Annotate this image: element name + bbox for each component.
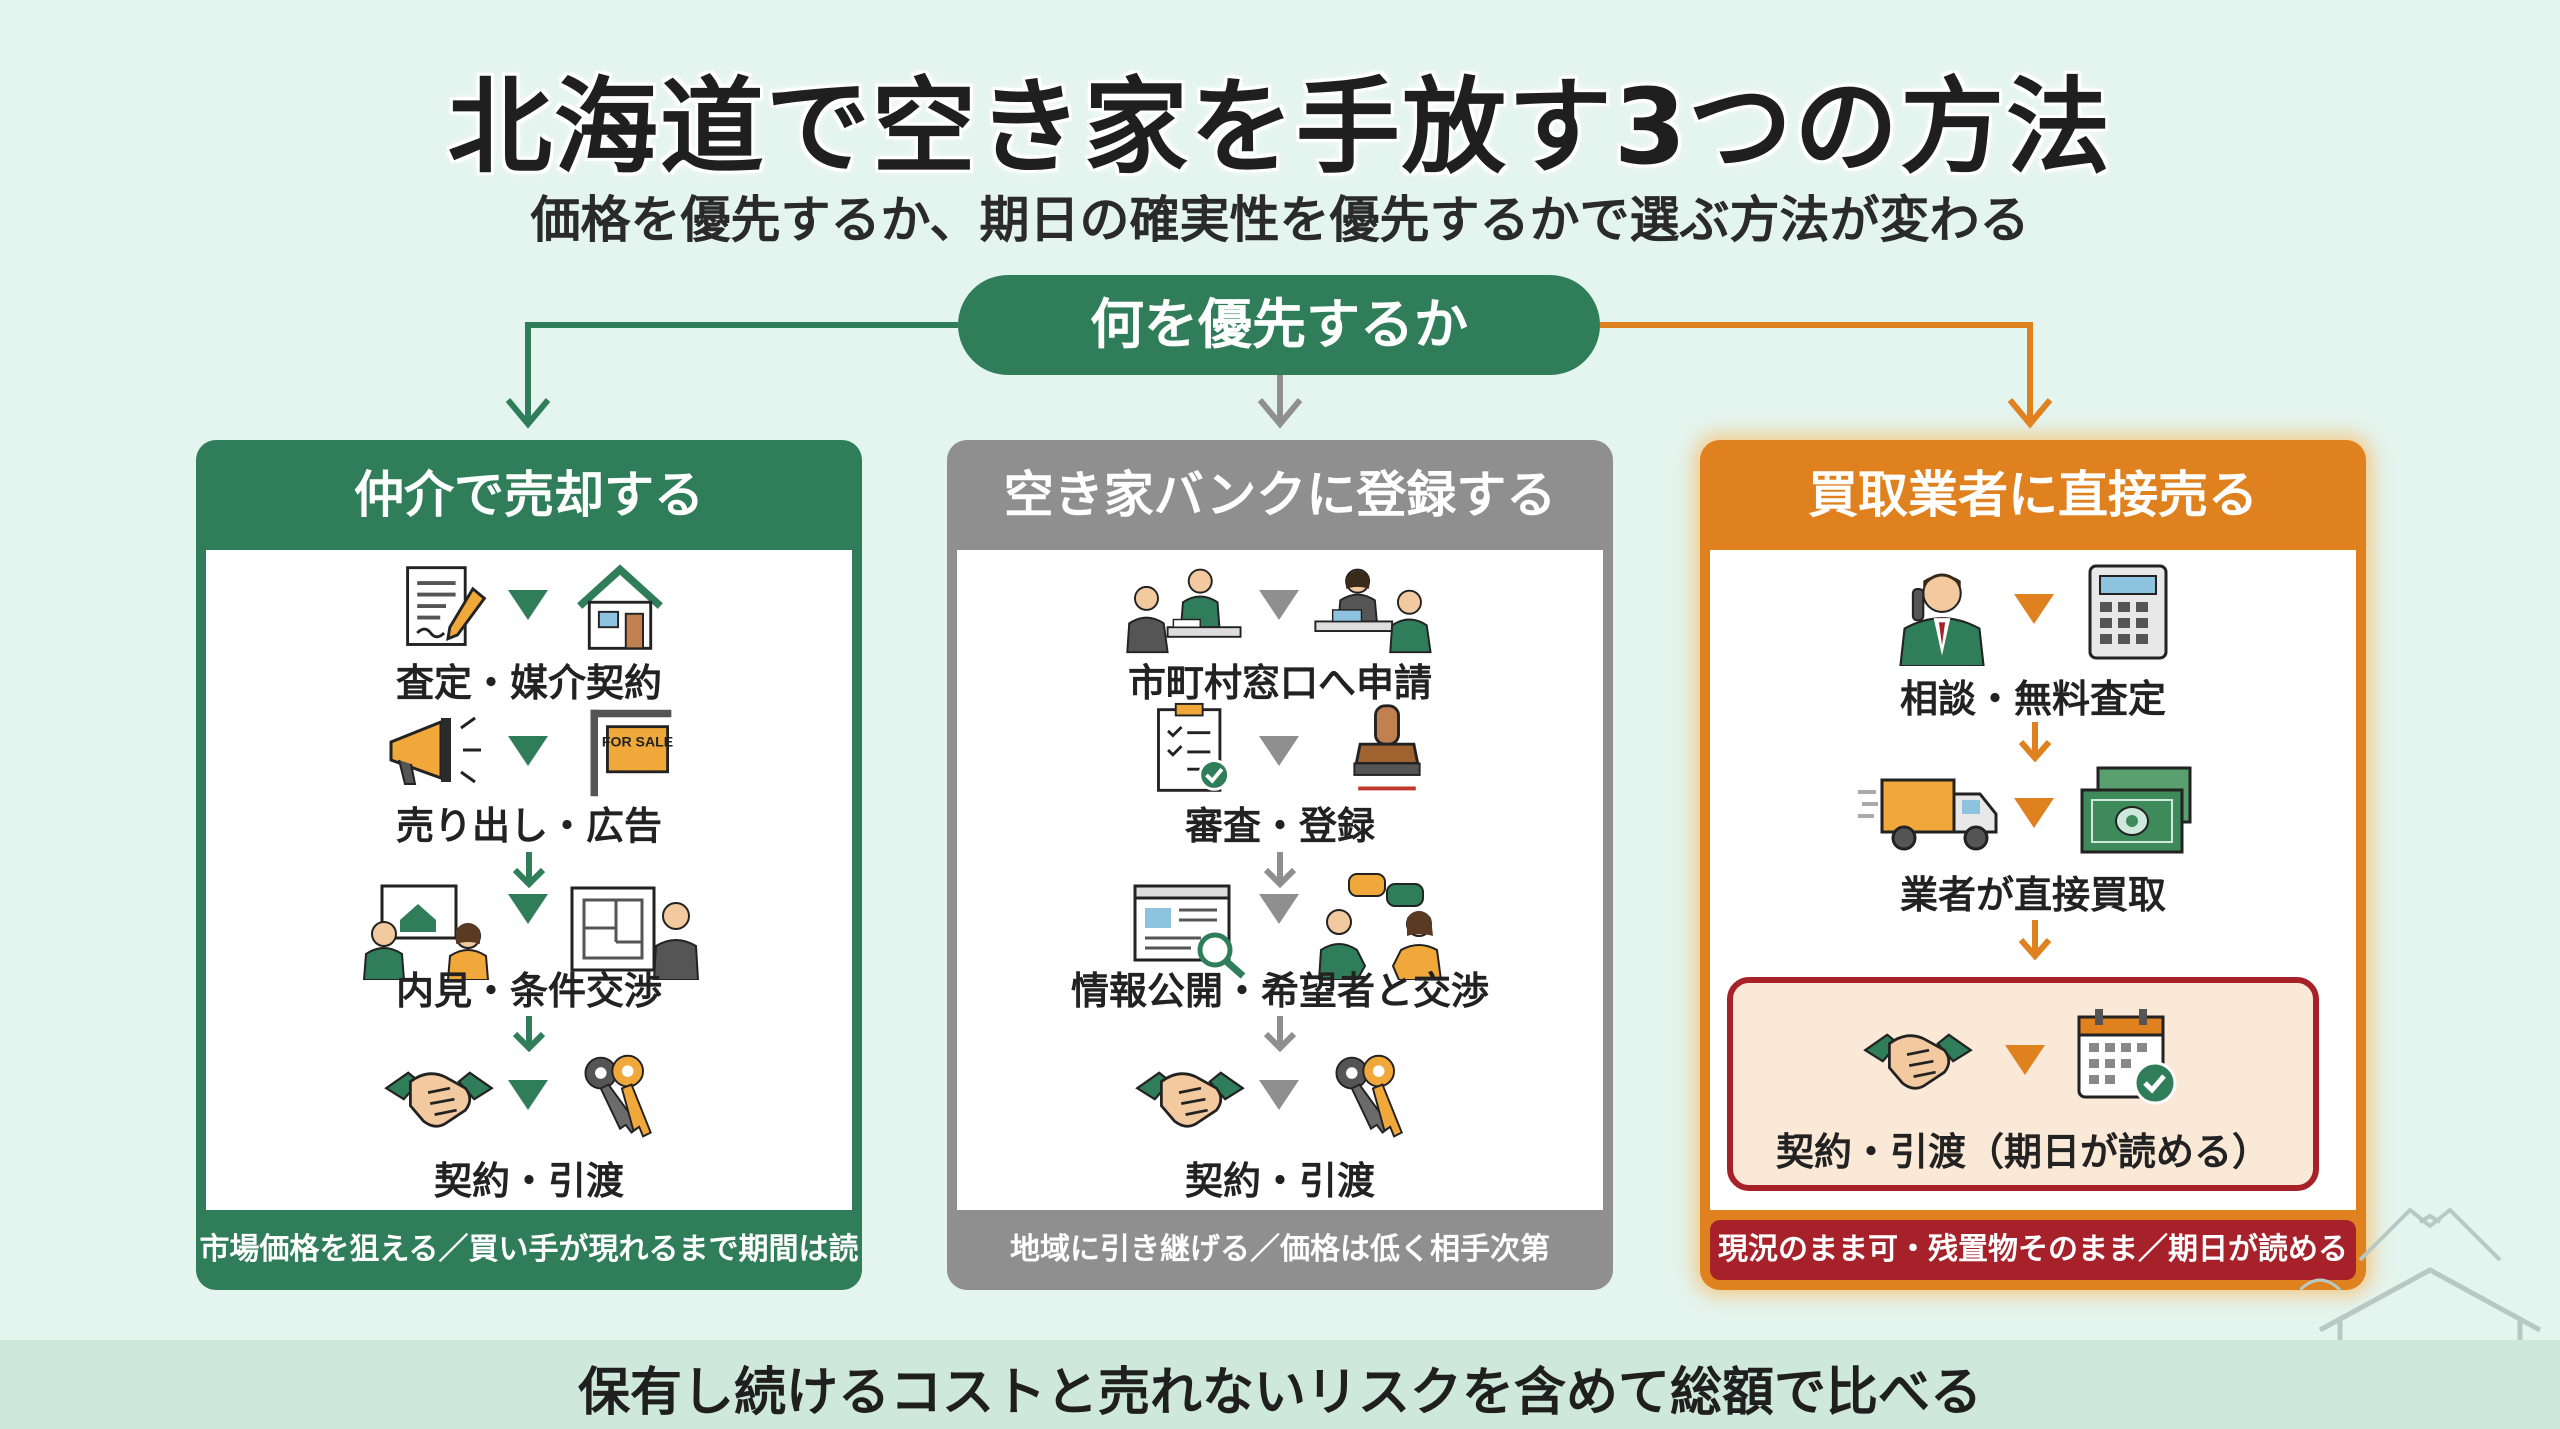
connector-right-arrowhead xyxy=(2007,398,2053,429)
card-direct-purchase: 買取業者に直接売る 相談・無料査定 xyxy=(1700,440,2366,1290)
step-label: 業者が直接買取 xyxy=(1899,873,2166,917)
megaphone-icon xyxy=(389,716,481,785)
bottom-note: 保有し続けるコストと売れないリスクを含めて総額で比べる xyxy=(577,1363,1982,1423)
card-brokerage: 仲介で売却する 査定・媒介契約 FOR SALE xyxy=(196,440,862,1290)
connector-right xyxy=(1600,322,2033,420)
counter-staff-icon xyxy=(1314,568,1432,654)
card-title: 買取業者に直接売る xyxy=(1808,466,2258,524)
handshake-icon xyxy=(1135,1071,1245,1128)
checklist-icon xyxy=(1157,702,1230,792)
card-footer: 市場価格を狙える／買い手が現れるまで期間は読めない xyxy=(199,1232,859,1267)
web-listing-search-icon xyxy=(1133,884,1246,979)
step-arrow-icon xyxy=(2014,594,2054,624)
down-arrow-icon xyxy=(2018,722,2052,762)
down-arrow-icon xyxy=(1263,852,1297,888)
step-label: 内見・条件交渉 xyxy=(395,969,662,1013)
page-subtitle: 価格を優先するか、期日の確実性を優先するかで選ぶ方法が変わる xyxy=(530,191,2030,249)
connector-left xyxy=(525,322,958,420)
negotiation-icon xyxy=(1317,873,1443,980)
step-arrow-icon xyxy=(508,894,548,924)
step-arrow-icon xyxy=(508,1080,548,1110)
card-title: 空き家バンクに登録する xyxy=(1003,466,1557,524)
keys-icon xyxy=(584,1054,652,1138)
phone-businessman-icon xyxy=(1899,573,1985,666)
step-arrow-icon xyxy=(1259,736,1299,766)
step-label: 市町村窓口へ申請 xyxy=(1127,661,1432,705)
for-sale-sign-icon: FOR SALE xyxy=(590,709,673,797)
step-label: 契約・引渡 xyxy=(433,1159,624,1203)
cash-icon xyxy=(2080,766,2192,854)
step-label: 契約・引渡 xyxy=(1184,1159,1375,1203)
card-footer: 地域に引き継げる／価格は低く相手次第 xyxy=(1010,1232,1550,1267)
step-label: 相談・無料査定 xyxy=(1899,677,2166,721)
step-arrow-icon xyxy=(508,590,548,620)
step-arrow-icon xyxy=(1259,894,1299,924)
step-arrow-icon xyxy=(2014,798,2054,828)
step-arrow-icon xyxy=(1259,590,1299,620)
flow-connectors xyxy=(505,322,2053,429)
highlight-box: 契約・引渡（期日が読める） xyxy=(1727,977,2319,1191)
step-label: 査定・媒介契約 xyxy=(395,661,662,705)
step-label: 契約・引渡（期日が読める） xyxy=(1775,1130,2270,1174)
calendar-check-icon xyxy=(2077,1009,2177,1105)
floorplan-agent-icon xyxy=(570,886,700,980)
connector-left-arrowhead xyxy=(505,398,551,429)
card-body: 市町村窓口へ申請 審査・登録 xyxy=(957,550,1603,1210)
down-arrow-icon xyxy=(512,1016,546,1052)
viewing-couple-icon xyxy=(362,884,490,980)
bottom-band xyxy=(0,1340,2560,1429)
truck-icon xyxy=(1858,778,1998,851)
stamp-icon xyxy=(1353,704,1421,791)
step-arrow-icon xyxy=(508,736,548,766)
handshake-icon xyxy=(384,1071,494,1128)
connector-center-arrowhead xyxy=(1257,398,1303,429)
page-title: 北海道で空き家を手放す3つの方法 xyxy=(447,66,2113,188)
counter-applicant-icon xyxy=(1126,568,1242,654)
card-body: 査定・媒介契約 FOR SALE 売り出し・広告 xyxy=(206,550,852,1210)
priority-pill: 何を優先するか xyxy=(958,275,1600,375)
down-arrow-icon xyxy=(2018,920,2052,960)
down-arrow-icon xyxy=(1263,1016,1297,1052)
card-akiya-bank: 空き家バンクに登録する 市町村窓口へ申請 xyxy=(947,440,1613,1290)
step-label: 売り出し・広告 xyxy=(395,804,662,848)
step-arrow-icon xyxy=(1259,1080,1299,1110)
document-pen-icon xyxy=(406,566,487,646)
card-title: 仲介で売却する xyxy=(354,466,704,524)
handshake-icon xyxy=(1863,1033,1973,1090)
house-icon xyxy=(577,564,663,650)
card-footer: 現況のまま可・残置物そのまま／期日が読める xyxy=(1710,1220,2356,1280)
keys-icon xyxy=(1335,1054,1403,1138)
down-arrow-icon xyxy=(512,852,546,888)
step-label: 審査・登録 xyxy=(1184,804,1375,848)
calculator-icon xyxy=(2088,564,2168,660)
step-label: 情報公開・希望者と交渉 xyxy=(1070,969,1489,1013)
for-sale-text: FOR SALE xyxy=(602,733,673,749)
step-arrow-icon xyxy=(2005,1045,2045,1075)
